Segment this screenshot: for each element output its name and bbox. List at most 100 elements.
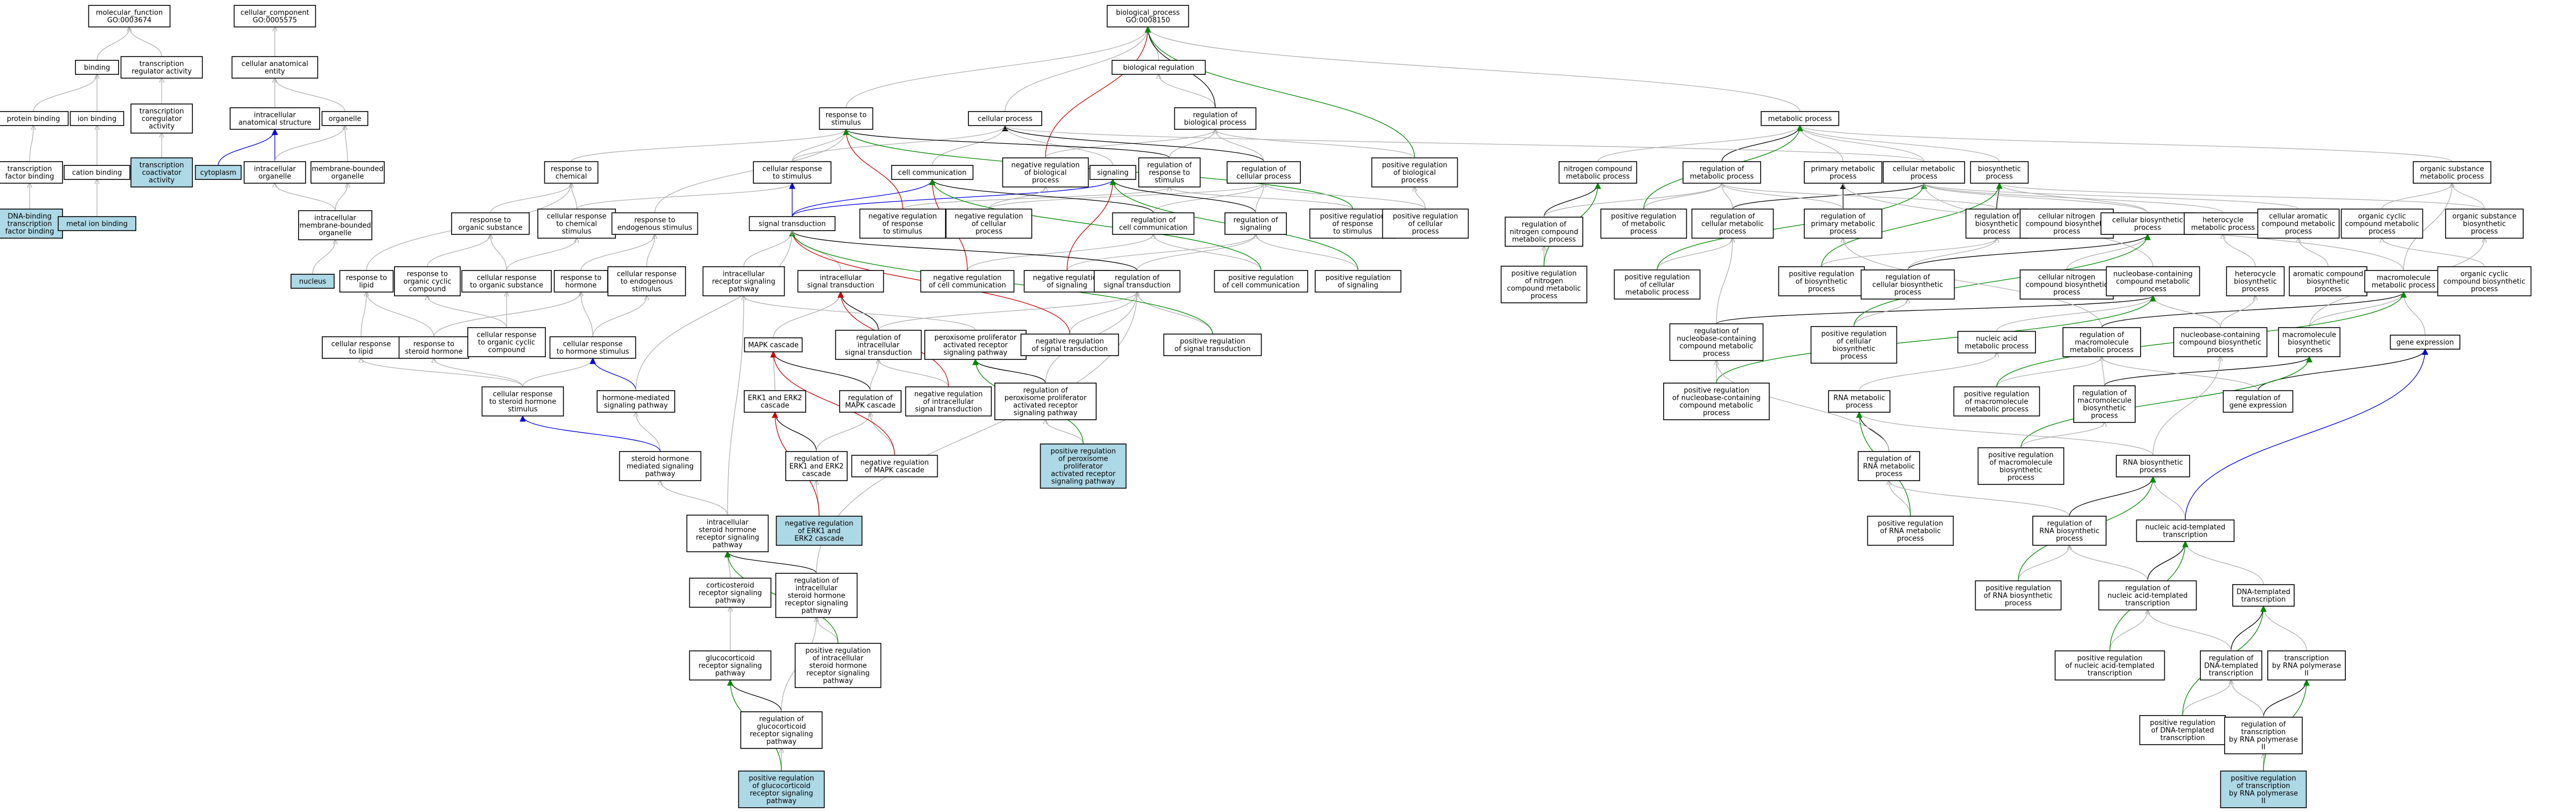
go-term-node-cation-bind[interactable]: cation binding bbox=[64, 165, 130, 180]
go-term-node-cytoplasm[interactable]: cytoplasm bbox=[195, 165, 242, 180]
go-term-node-sig-trans[interactable]: signal transduction bbox=[749, 216, 836, 231]
go-term-node-nucleus[interactable]: nucleus bbox=[290, 274, 335, 289]
go-term-node-prot-bind[interactable]: protein binding bbox=[0, 111, 69, 126]
go-term-node-cell-proc[interactable]: cellular process bbox=[968, 111, 1042, 126]
go-term-node-ion-bind[interactable]: ion binding bbox=[70, 111, 124, 126]
go-term-node-biol-reg[interactable]: biological regulation bbox=[1111, 60, 1206, 75]
go-term-node-mib[interactable]: metal ion binding bbox=[58, 216, 136, 231]
go-term-node-signaling[interactable]: signaling bbox=[1089, 165, 1137, 180]
go-term-node-metab[interactable]: metabolic process bbox=[1761, 111, 1839, 126]
go-term-node-binding[interactable]: binding bbox=[75, 60, 119, 75]
